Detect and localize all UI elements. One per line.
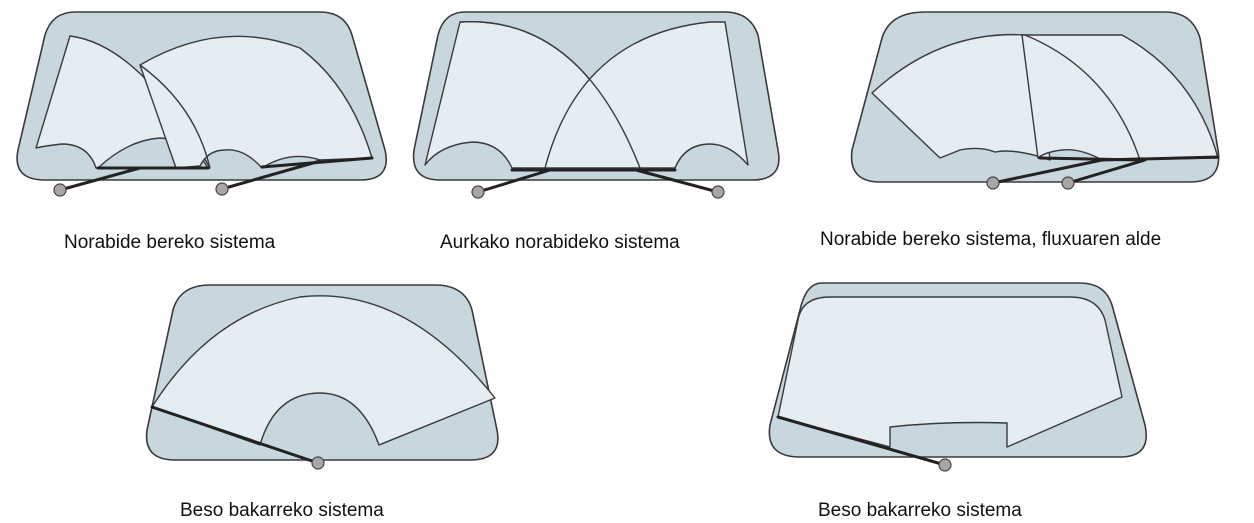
wiper-arm-right bbox=[634, 168, 720, 194]
wiper-sweep-area bbox=[777, 296, 1123, 448]
pivot-icon bbox=[311, 456, 325, 470]
diagram-tandem-system: Norabide bereko sistema bbox=[0, 0, 420, 260]
diagram-caption: Norabide bereko sistema, fluxuaren alde bbox=[820, 229, 1162, 250]
diagram-opposed-system: Aurkako norabideko sistema bbox=[400, 0, 820, 260]
pivot-icon bbox=[986, 176, 1000, 190]
wiper-sweep-area-right bbox=[544, 21, 749, 169]
diagram-tandem-flux-system: Norabide bereko sistema, fluxuaren alde bbox=[820, 0, 1254, 260]
wiper-sweep-divider bbox=[1024, 34, 1141, 161]
diagram-single-arm-system: Beso bakarreko sistema bbox=[135, 275, 535, 523]
diagram-caption: Aurkako norabideko sistema bbox=[440, 232, 680, 253]
wiper-arm bbox=[776, 415, 947, 467]
wiper-arm-right bbox=[1066, 158, 1147, 185]
windshield-diagram-4 bbox=[145, 284, 499, 470]
wiper-blade-right bbox=[1100, 155, 1220, 162]
diagram-single-arm-extending-system: Beso bakarreko sistema bbox=[760, 275, 1160, 523]
wiper-sweep-divider bbox=[139, 64, 211, 169]
wiper-arm bbox=[150, 405, 320, 465]
pivot-icon bbox=[53, 183, 67, 197]
pivot-icon bbox=[1061, 176, 1075, 190]
wiper-arm-right bbox=[220, 159, 322, 191]
windshield-diagram-3 bbox=[850, 11, 1220, 190]
wiper-sweep-divider bbox=[459, 21, 641, 169]
wiper-arm-left bbox=[991, 158, 1104, 185]
windshield-diagram-2 bbox=[412, 11, 780, 199]
pivot-icon bbox=[938, 458, 952, 472]
pivot-icon bbox=[711, 185, 725, 199]
wiper-sweep-area-right bbox=[1021, 34, 1219, 161]
wiper-sweep-area bbox=[151, 295, 496, 446]
diagram-caption: Beso bakarreko sistema bbox=[818, 500, 1022, 521]
windshield-diagram-5 bbox=[768, 282, 1147, 472]
windshield-diagram-1 bbox=[16, 11, 387, 197]
wiper-arm-left bbox=[58, 166, 142, 192]
wiper-arm-left bbox=[476, 168, 552, 194]
diagram-caption: Beso bakarreko sistema bbox=[180, 500, 384, 521]
diagram-caption: Norabide bereko sistema bbox=[64, 232, 276, 253]
pivot-icon bbox=[215, 182, 229, 196]
pivot-icon bbox=[471, 185, 485, 199]
wiper-blade-right bbox=[260, 156, 374, 169]
